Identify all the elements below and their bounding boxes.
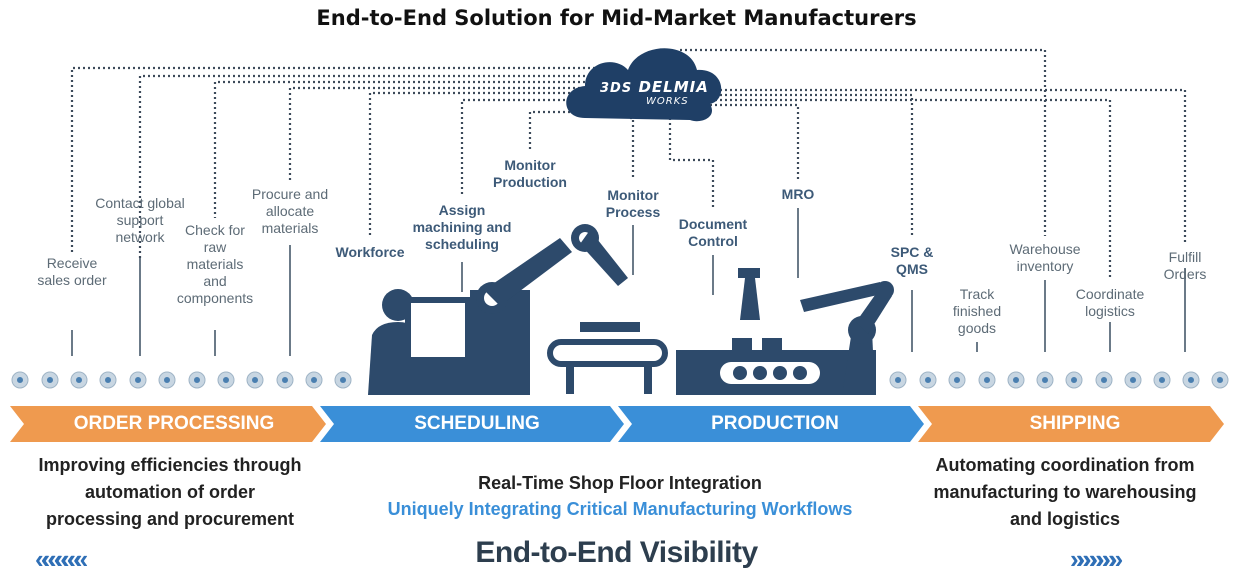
band-label-scheduling: SCHEDULING — [414, 413, 540, 434]
connector-workforce — [368, 91, 600, 235]
logo-sub: WORKS — [646, 96, 689, 107]
band-label-shipping: SHIPPING — [1029, 413, 1121, 434]
timeline-dots — [11, 371, 1229, 389]
chevrons-left-icon: ««««««« — [35, 544, 88, 574]
label-monitor-process: Monitor Process — [605, 187, 661, 220]
desc-shop-floor: Real-Time Shop Floor Integration — [478, 473, 762, 493]
desc-integrating-workflows: Uniquely Integrating Critical Manufactur… — [387, 499, 853, 519]
label-spc-qms: SPC & QMS — [890, 244, 934, 277]
label-check-materials: Check for raw materials and components — [176, 222, 254, 306]
label-receive-sales-order: Receive sales order — [37, 255, 107, 288]
logo-brand: 3DS DELMIA — [600, 78, 709, 96]
connector-warehouse — [680, 48, 1047, 236]
label-fulfill-orders: Fulfill Orders — [1163, 249, 1207, 282]
connector-assign — [460, 98, 600, 195]
desc-order-processing: Improving efficiencies through automatio… — [38, 455, 302, 529]
connector-document — [668, 118, 715, 210]
band-scheduling — [320, 406, 624, 442]
label-workforce: Workforce — [335, 244, 405, 260]
label-procure-materials: Procure and allocate materials — [251, 186, 329, 236]
connector-monitor-process — [630, 116, 635, 180]
footer-visibility: End-to-End Visibility — [475, 536, 758, 569]
label-document-control: Document Control — [678, 216, 748, 249]
connector-receive — [70, 66, 600, 255]
label-coordinate-logistics: Coordinate logistics — [1075, 286, 1145, 319]
delmia-cloud-logo — [566, 48, 722, 122]
connector-contact — [138, 74, 600, 258]
logo-mark: 3DS — [600, 81, 633, 96]
chevrons-right-icon: »»»»»»» — [1070, 544, 1123, 574]
connector-spc — [700, 93, 914, 235]
logo-name: DELMIA — [638, 78, 709, 96]
band-label-order-processing: ORDER PROCESSING — [73, 413, 275, 434]
connector-procure — [288, 86, 600, 180]
label-contact-support: Contact global support network — [95, 195, 185, 245]
band-production — [618, 406, 924, 442]
connector-fulfill — [700, 88, 1187, 245]
label-mro: MRO — [781, 186, 815, 202]
label-warehouse-inventory: Warehouse inventory — [1009, 241, 1081, 274]
band-shipping — [918, 406, 1224, 442]
connector-check — [213, 80, 600, 218]
label-monitor-production: Monitor Production — [493, 157, 567, 190]
factory-illustration — [368, 224, 894, 395]
diagram-title: End-to-End Solution for Mid-Market Manuf… — [316, 6, 917, 30]
connector-coordinate — [700, 98, 1112, 280]
process-bands — [10, 406, 1224, 442]
band-order-processing — [10, 406, 326, 442]
label-assign-machining: Assign machining and scheduling — [412, 202, 512, 252]
label-track-goods: Track finished goods — [952, 286, 1002, 336]
band-label-production: PRODUCTION — [711, 413, 839, 434]
desc-shipping: Automating coordination from manufacturi… — [933, 455, 1197, 529]
connector-mro — [700, 103, 800, 180]
